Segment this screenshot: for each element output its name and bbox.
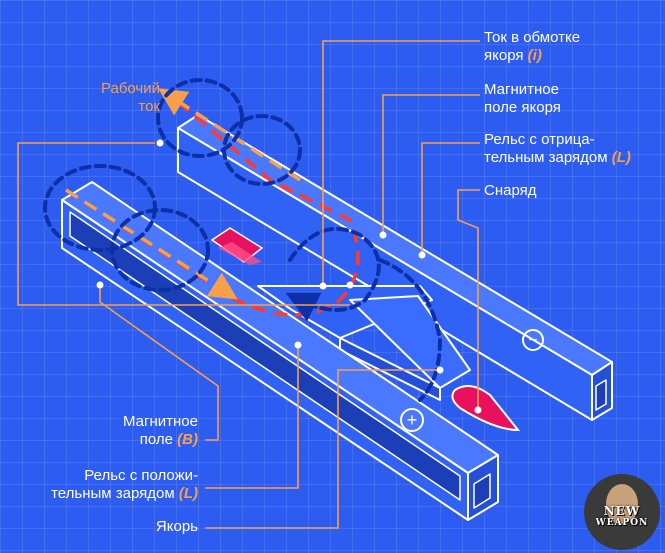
badge-line2: WEAPON bbox=[595, 518, 649, 528]
negative-rail: − bbox=[177, 114, 613, 421]
badge-line1: NEW bbox=[603, 504, 641, 518]
label-current-armature: Ток в обмотке якоря (i) bbox=[484, 29, 581, 64]
label-magnetic-field: Магнитное поле (B) bbox=[123, 413, 198, 448]
label-working-current: Рабочий ток bbox=[100, 80, 160, 115]
label-projectile: Снаряд bbox=[484, 182, 537, 199]
label-magnetic-field-armature: Магнитное поле якоря bbox=[484, 81, 561, 116]
positive-symbol: + bbox=[407, 410, 418, 430]
label-negative-rail: Рельс с отрица- тельным зарядом (L) bbox=[484, 131, 631, 166]
label-armature: Якорь bbox=[155, 518, 198, 535]
label-positive-rail: Рельс с положи- тельным зарядом (L) bbox=[51, 467, 198, 502]
leader-lines bbox=[17, 40, 482, 529]
badge-portrait bbox=[606, 484, 638, 524]
negative-symbol: − bbox=[528, 332, 537, 349]
magnetic-field-loops bbox=[43, 78, 443, 402]
projectile bbox=[210, 227, 521, 432]
positive-rail: + bbox=[61, 181, 499, 521]
new-weapon-badge: NEW WEAPON bbox=[584, 474, 660, 550]
